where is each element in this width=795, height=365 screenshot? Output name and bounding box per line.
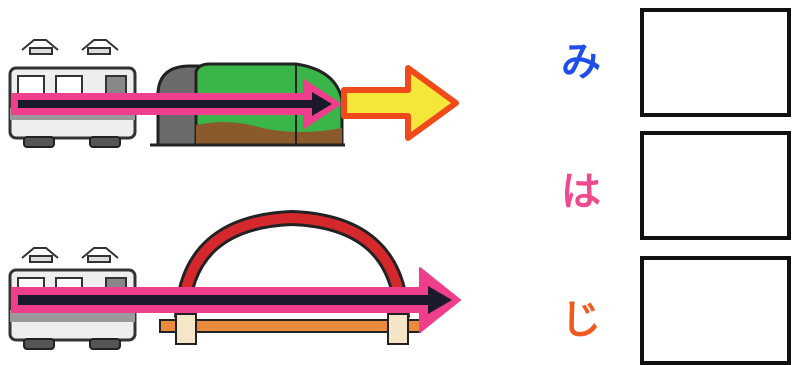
label-ji: じ <box>561 297 601 343</box>
label-ha: は <box>561 169 601 215</box>
bridge-icon <box>159 209 421 345</box>
exit-arrow-icon <box>341 65 459 141</box>
arrow-icon <box>11 79 341 129</box>
answer-box-ji[interactable] <box>640 256 791 365</box>
answer-box-ha[interactable] <box>640 131 791 240</box>
answer-box-mi[interactable] <box>640 8 791 117</box>
arrow-icon <box>11 267 461 333</box>
label-mi: み <box>561 39 601 85</box>
